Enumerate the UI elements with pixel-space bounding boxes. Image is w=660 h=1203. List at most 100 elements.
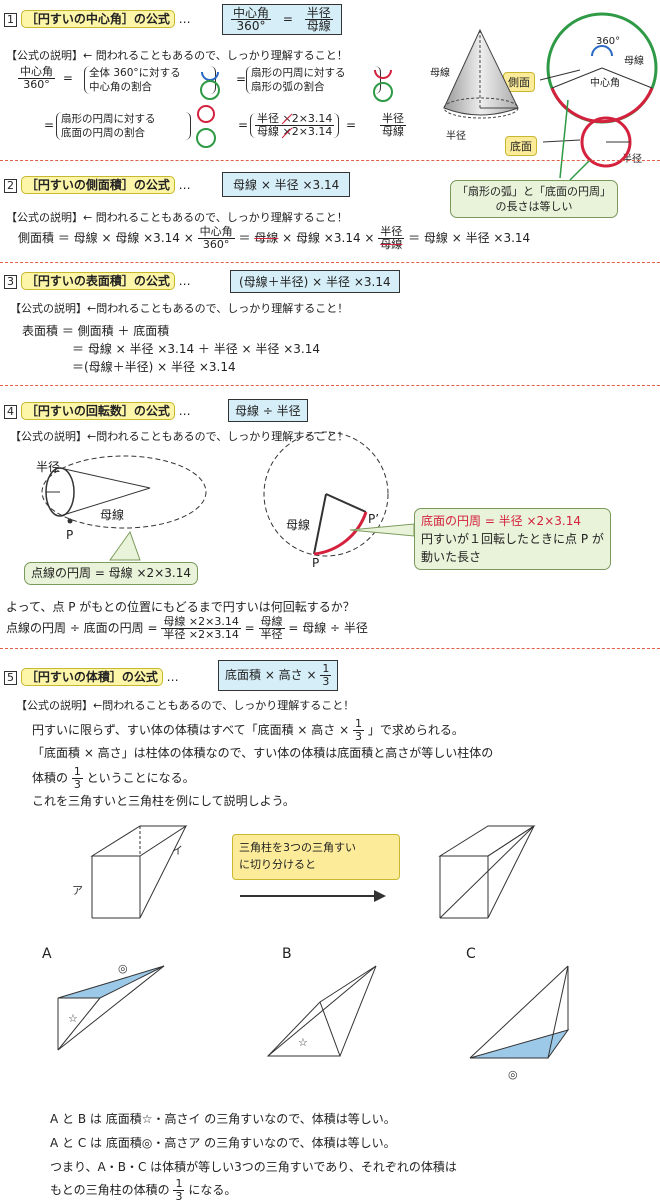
ratio-text: 底面の円周の割合 xyxy=(61,127,145,139)
section-title: ［円すいの中心角］の公式 xyxy=(20,10,175,28)
explanation-1: 【公式の説明】← 問われることもあるので、しっかり理解すること！ xyxy=(6,49,348,62)
question-4: よって、点 P がもとの位置にもどるまで円すいは何回転するか？ xyxy=(6,600,355,614)
label-generatrix-2: 母線 xyxy=(624,56,644,67)
frac-num: 母線 xyxy=(258,615,285,629)
divider xyxy=(0,262,660,263)
label-radius-2: 半径 xyxy=(622,154,642,165)
bubble-text: 底面の円周 = 半径 ×2×3.14 xyxy=(421,514,581,528)
section2-header: 2 ［円すいの側面積］の公式 … xyxy=(4,176,191,194)
formula-box-lateral: 母線 × 半径 ×3.14 xyxy=(222,172,351,197)
surface-line-1: 表面積 ＝ 側面積 ＋ 底面積 xyxy=(22,324,170,338)
formula-text-struck: 母線 xyxy=(254,231,279,245)
text-line-4: これを三角すいと三角柱を例にして説明しよう。 xyxy=(32,794,295,808)
dots: … xyxy=(166,670,179,684)
frac-num: 中心角 xyxy=(231,6,272,20)
formula-text: = xyxy=(244,621,255,635)
formula-text: × 母線 ×3.14 × xyxy=(282,231,375,245)
section-title: ［円すいの体積］の公式 xyxy=(20,668,163,686)
label-p-4: P xyxy=(66,528,74,542)
frac-den: 母線 xyxy=(380,238,403,251)
frac-num: 半径 xyxy=(380,112,406,126)
frac-den: 360° xyxy=(23,78,50,91)
text: ということになる。 xyxy=(86,771,195,785)
frac-den: 3 xyxy=(322,675,330,688)
label-generatrix: 母線 xyxy=(430,68,450,79)
ratio-text: 扇形の円周に対する xyxy=(251,67,346,79)
explanation-2: 【公式の説明】← 問われることもあるので、しっかり理解すること！ xyxy=(6,211,348,224)
divider xyxy=(0,160,660,161)
label-gen-4: 母線 xyxy=(100,508,125,522)
text: もとの三角柱の体積の xyxy=(50,1183,170,1197)
bubble-base-circle: 底面の円周 = 半径 ×2×3.14 円すいが１回転したときに点 P が 動いた… xyxy=(414,508,611,570)
dots: … xyxy=(178,12,191,26)
dots: … xyxy=(178,178,191,192)
explanation-4: 【公式の説明】←問われることもあるので、しっかり理解すること！ xyxy=(10,430,349,443)
frac-den: 360° xyxy=(236,19,266,33)
divider xyxy=(0,648,660,649)
section-number: 3 xyxy=(4,275,17,289)
text-line-2: 「底面積 × 高さ」は柱体の体積なので、すい体の体積は底面積と高さが等しい柱体の xyxy=(32,746,494,760)
section-title: ［円すいの側面積］の公式 xyxy=(20,176,175,194)
bubble-arc-equal: 「扇形の弧」と「底面の円周」 の長さは等しい xyxy=(450,180,618,218)
label-gen2-4: 母線 xyxy=(286,518,311,532)
section-number: 4 xyxy=(4,405,17,419)
text: 体積の xyxy=(32,771,69,785)
ratio-text: 中心角の割合 xyxy=(89,81,152,93)
label-radius: 半径 xyxy=(446,131,466,142)
label-p3-4: P’ xyxy=(368,512,380,526)
frac-result: 半径母線 xyxy=(380,113,406,138)
frac-den: 母線 xyxy=(306,19,331,33)
ratio-box-3: 扇形の円周に対する 底面の円周の割合 xyxy=(56,112,191,140)
frac-num: 中心角 xyxy=(197,225,235,239)
svg-text:◎: ◎ xyxy=(118,962,128,975)
svg-text:☆: ☆ xyxy=(68,1012,78,1025)
svg-text:ア: ア xyxy=(72,884,83,897)
ratio-text: 全体 360°に対する xyxy=(89,67,181,79)
dots: … xyxy=(178,274,191,288)
section3-header: 3 ［円すいの表面積］の公式 … xyxy=(4,272,191,290)
label-p2-4: P xyxy=(312,556,320,570)
ratio-box-2: 扇形の円周に対する 扇形の弧の割合 xyxy=(246,66,381,94)
eq: = xyxy=(282,12,293,26)
conclusion-3: つまり、A・B・C は体積が等しい3つの三角すいであり、それぞれの体積は xyxy=(50,1160,457,1174)
formula-box-rotation: 母線 ÷ 半径 xyxy=(228,399,308,422)
svg-text:☆: ☆ xyxy=(298,1036,308,1049)
section-title: ［円すいの表面積］の公式 xyxy=(20,272,175,290)
label-C: C xyxy=(466,946,476,962)
dots: … xyxy=(178,404,191,418)
conclusion-2: A と C は 底面積◎・高さア の三角すいなので、体積は等しい。 xyxy=(50,1136,396,1150)
bubble-text: 円すいが１回転したときに点 P が xyxy=(421,532,604,546)
frac-den: 母線 xyxy=(382,125,404,138)
formula-text: 底面積 × 高さ × xyxy=(225,668,317,682)
bubble-text: 「扇形の弧」と「底面の円周」 xyxy=(457,185,611,198)
text: 円すいに限らず、すい体の体積はすべて「底面積 × 高さ × xyxy=(32,723,350,737)
frac-num: 半径 xyxy=(378,225,405,239)
ratio-text: 扇形の弧の割合 xyxy=(251,81,325,93)
surface-line-2: ＝ 母線 × 半径 ×3.14 ＋ 半径 × 半径 ×3.14 xyxy=(72,342,320,356)
label-center-angle: 中心角 xyxy=(590,78,620,89)
label-B: B xyxy=(282,946,292,962)
frac-den: 母線 ×2×3.14 xyxy=(257,125,333,138)
section-title: ［円すいの回転数］の公式 xyxy=(20,402,175,420)
explanation-3: 【公式の説明】←問われることもあるので、しっかり理解すること！ xyxy=(10,302,349,315)
label-side: 側面 xyxy=(503,72,535,92)
label-A: A xyxy=(42,946,52,962)
section5-header: 5 ［円すいの体積］の公式 … xyxy=(4,668,179,686)
section1-header: 1 ［円すいの中心角］の公式 … xyxy=(4,10,191,28)
svg-text:イ: イ xyxy=(172,844,183,857)
bubble-text: の長さは等しい xyxy=(495,200,573,213)
bubble-dotted-circle: 点線の円周 = 母線 ×2×3.14 xyxy=(24,562,198,585)
conclusion-1: A と B は 底面積☆・高さイ の三角すいなので、体積は等しい。 xyxy=(50,1112,396,1126)
formula-text: = 母線 ÷ 半径 xyxy=(288,621,368,635)
